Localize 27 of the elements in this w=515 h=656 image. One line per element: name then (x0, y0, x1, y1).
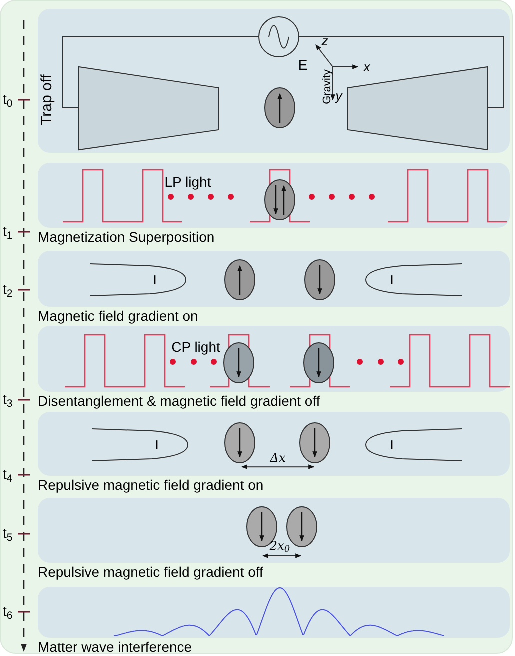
light-label: LP light (164, 175, 212, 189)
distance-label: Δx (270, 452, 286, 464)
stage-caption: Repulsive magnetic field gradient off (38, 565, 264, 579)
time-label: t$_{2}$ (3, 282, 13, 296)
time-label: t$_{0}$ (3, 92, 13, 106)
stage-caption: Disentanglement & magnetic field gradient off (38, 394, 320, 408)
time-label: t$_{1}$ (3, 224, 13, 238)
stage-caption: Magnetization Superposition (38, 230, 215, 244)
time-label: t$_{5}$ (3, 526, 13, 540)
axis-label: z (322, 34, 328, 48)
current-label: I (155, 438, 159, 452)
axis-label: Gravity (322, 70, 334, 104)
time-label: t$_{3}$ (3, 392, 13, 406)
light-label: CP light (172, 340, 220, 354)
stage-label: Trap off (40, 74, 54, 126)
current-label: I (153, 274, 157, 286)
current-label: I (390, 274, 394, 286)
time-label: t$_{6}$ (3, 604, 13, 618)
light-label: E (298, 58, 308, 72)
axis-label: y (336, 90, 342, 102)
stage-caption: Magnetic field gradient on (38, 309, 198, 323)
stage-caption: Repulsive magnetic field gradient on (38, 478, 264, 492)
distance-label: 2x$_{0}$ (270, 540, 290, 552)
axis-label: x (364, 60, 370, 74)
stage-caption: Matter wave interference (38, 640, 192, 654)
current-label: I (390, 438, 394, 452)
time-label: t$_{4}$ (3, 467, 13, 481)
